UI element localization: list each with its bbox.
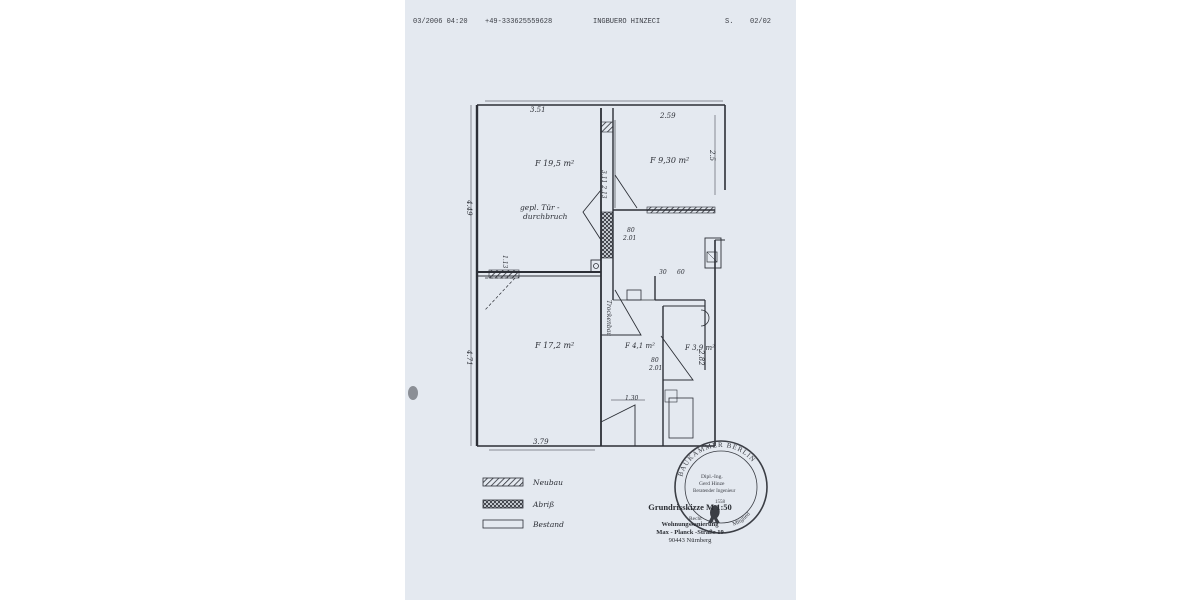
stamp-name-1: Dipl.-Ing. [701, 474, 723, 480]
legend-label-demolition: Abriß [532, 500, 554, 509]
dim-right-upper: 2.5 [708, 149, 716, 162]
legend-swatch-existing [482, 519, 524, 529]
fax-phone: +49-333625559628 [485, 18, 553, 26]
fax-sender: INGBUERO HINZECI [593, 18, 661, 26]
dim-door-b-height: 2.01 [648, 365, 662, 372]
title-block: Grundrisskizze M 1:50 Wohnungssanierung … [595, 502, 785, 545]
dim-door-c: 30 [659, 269, 667, 276]
annotation-planned-door-2: durchbruch [523, 212, 568, 221]
room-1-area: F 19,5 m² [534, 159, 574, 168]
legend-label-new: Neubau [532, 478, 563, 487]
stamp-name-3: Beratender Ingenieur [693, 489, 736, 494]
dim-top-right: 2.59 [659, 112, 676, 120]
punch-hole [408, 386, 418, 400]
floor-plan: 3.51 2.59 4.49 4.71 2.5 2.82 3.79 3.11 2… [465, 100, 768, 534]
dim-door-a-height: 2.01 [622, 235, 636, 242]
fax-page-number: 02/02 [750, 18, 772, 26]
dim-bath-width: 1.30 [625, 395, 639, 402]
bear-emblem-icon [708, 505, 720, 523]
fax-datetime: 03/2006 04:20 [413, 18, 468, 26]
plan-title: Grundrisskizze M 1:50 [648, 502, 732, 512]
legend-label-existing: Bestand [532, 520, 564, 529]
dim-wall-height: 1.13 [501, 255, 508, 269]
dim-center-vertical: 3.11 2.13 [600, 170, 607, 199]
room-5-area: F 3,9 m² [684, 344, 715, 352]
dim-door-a: 80 [627, 227, 635, 234]
legend: Neubau Abriß Bestand [482, 477, 564, 529]
legend-swatch-demolition [482, 499, 524, 509]
new-wall-segment [646, 206, 716, 214]
room-4-area: F 4,1 m² [624, 342, 655, 350]
fax-header: 03/2006 04:20 +49-333625559628 INGBUERO … [405, 18, 796, 30]
dim-bottom: 3.79 [533, 438, 549, 446]
fax-page-prefix: S. [725, 18, 734, 26]
dim-right-lower: 2.82 [697, 349, 705, 366]
dim-top-left: 3.51 [530, 106, 546, 114]
annotation-wall-note: Trockenbau [605, 300, 612, 336]
legend-swatch-new [482, 477, 524, 487]
dim-left-lower: 4.71 [465, 349, 473, 366]
project-city: 90443 Nürnberg [668, 537, 712, 544]
new-wall-top [600, 121, 614, 133]
stamp-name-2: Gerd Hinze [699, 481, 725, 487]
dim-door-b: 80 [651, 357, 659, 364]
stamp-number: 1558 [715, 500, 726, 505]
room-2-area: F 9,30 m² [649, 156, 689, 165]
dim-left-upper: 4.49 [465, 199, 473, 216]
demolition-wall-segment [600, 211, 614, 259]
floor-plan-walls [470, 100, 726, 451]
project-name: Wohnungssanierung [661, 521, 719, 528]
room-3-area: F 17,2 m² [534, 341, 574, 350]
stamp-right-word: Recht [689, 516, 702, 522]
fax-page: 03/2006 04:20 +49-333625559628 INGBUERO … [405, 0, 796, 600]
new-wall-segment-left [488, 269, 520, 279]
annotation-planned-door-1: gepl. Tür - [520, 203, 560, 212]
project-address: Max - Planck -Straße 19 [656, 529, 724, 536]
dim-door-d: 60 [677, 269, 685, 276]
